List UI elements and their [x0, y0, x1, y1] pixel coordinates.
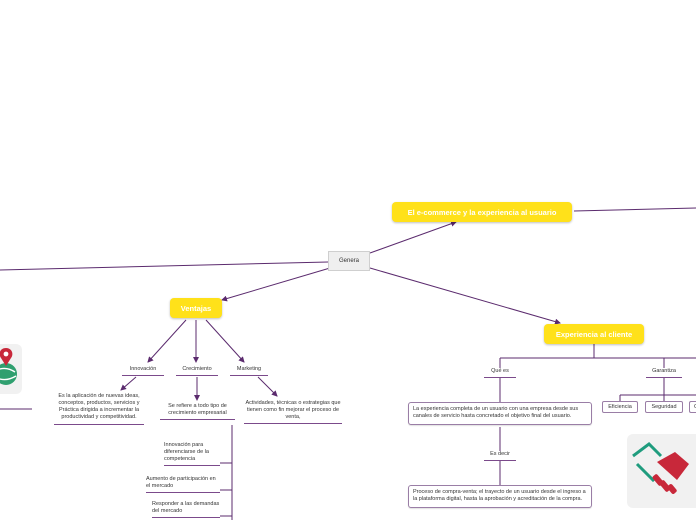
- crecimiento-item-text: Aumento de participación en el mercado: [146, 476, 216, 490]
- arrow-genera-experiencia: [369, 267, 561, 325]
- crecimiento-item[interactable]: Aumento de participación en el mercado: [146, 476, 220, 494]
- garantiza-item-partial[interactable]: C: [689, 401, 696, 413]
- innovacion-label: Innovación: [129, 366, 157, 372]
- garantiza-item-eficiencia[interactable]: Eficiencia: [602, 401, 638, 413]
- experiencia-label: Experiencia al cliente: [555, 329, 633, 339]
- innovacion-desc[interactable]: Es la aplicación de nuevas ideas, concep…: [54, 393, 144, 425]
- que-es-node[interactable]: Qué es: [484, 368, 516, 378]
- garantiza-item-label: C: [694, 404, 696, 410]
- marketing-node[interactable]: Marketing: [230, 366, 268, 376]
- handshake-icon: [627, 434, 696, 508]
- garantiza-item-label: Eficiencia: [608, 404, 632, 410]
- marketing-desc[interactable]: Actividades, técnicas o estrategias que …: [244, 400, 342, 425]
- ventajas-label: Ventajas: [180, 303, 212, 313]
- que-es-desc-box[interactable]: La experiencia completa de un usuario co…: [408, 402, 592, 425]
- garantiza-node[interactable]: Garantiza: [646, 368, 682, 378]
- innovacion-node[interactable]: Innovación: [122, 366, 164, 376]
- crecimiento-desc[interactable]: Se refiere a todo tipo de crecimiento em…: [160, 403, 235, 421]
- marketing-label: Marketing: [236, 366, 262, 372]
- es-decir-node[interactable]: Es decir: [484, 451, 516, 461]
- arrow-ventajas-marketing: [205, 319, 245, 363]
- crecimiento-node[interactable]: Crecimiento: [176, 366, 218, 376]
- central-node-genera[interactable]: Genera: [328, 251, 370, 271]
- garantiza-item-seguridad[interactable]: Seguridad: [645, 401, 683, 413]
- central-label: Genera: [338, 258, 359, 264]
- es-decir-desc-text: Proceso de compra-venta; el trayecto de …: [413, 489, 586, 503]
- title-label: El e-commerce y la experiencia al usuari…: [407, 207, 557, 217]
- line-right-offscreen: [573, 207, 696, 212]
- line-left-offscreen: [0, 261, 329, 271]
- que-es-label: Qué es: [491, 368, 509, 374]
- experiencia-topic[interactable]: Experiencia al cliente: [544, 324, 644, 344]
- title-topic[interactable]: El e-commerce y la experiencia al usuari…: [392, 202, 572, 222]
- arrow-innovacion-desc: [120, 376, 137, 391]
- crecimiento-item-text: Responder a las demandas del mercado: [152, 501, 220, 515]
- innovacion-desc-text: Es la aplicación de nuevas ideas, concep…: [58, 393, 140, 421]
- garantiza-item-label: Seguridad: [651, 404, 677, 410]
- es-decir-desc-box[interactable]: Proceso de compra-venta; el trayecto de …: [408, 485, 592, 508]
- ventajas-topic[interactable]: Ventajas: [170, 298, 222, 318]
- que-es-desc-text: La experiencia completa de un usuario co…: [413, 406, 579, 420]
- garantiza-label: Garantiza: [652, 368, 676, 374]
- arrow-marketing-desc: [257, 376, 278, 397]
- crecimiento-label: Crecimiento: [182, 366, 212, 372]
- arrow-genera-ventajas: [221, 267, 331, 302]
- location-globe-icon: [0, 344, 22, 394]
- arrow-genera-title: [369, 220, 457, 254]
- arrow-ventajas-innovacion: [147, 319, 187, 363]
- crecimiento-item[interactable]: Responder a las demandas del mercado: [152, 501, 220, 519]
- es-decir-label: Es decir: [490, 451, 510, 457]
- crecimiento-item[interactable]: Innovación para diferenciarse de la comp…: [164, 442, 220, 467]
- crecimiento-item-text: Innovación para diferenciarse de la comp…: [164, 442, 209, 463]
- marketing-desc-text: Actividades, técnicas o estrategias que …: [245, 400, 341, 421]
- crecimiento-desc-text: Se refiere a todo tipo de crecimiento em…: [168, 403, 227, 417]
